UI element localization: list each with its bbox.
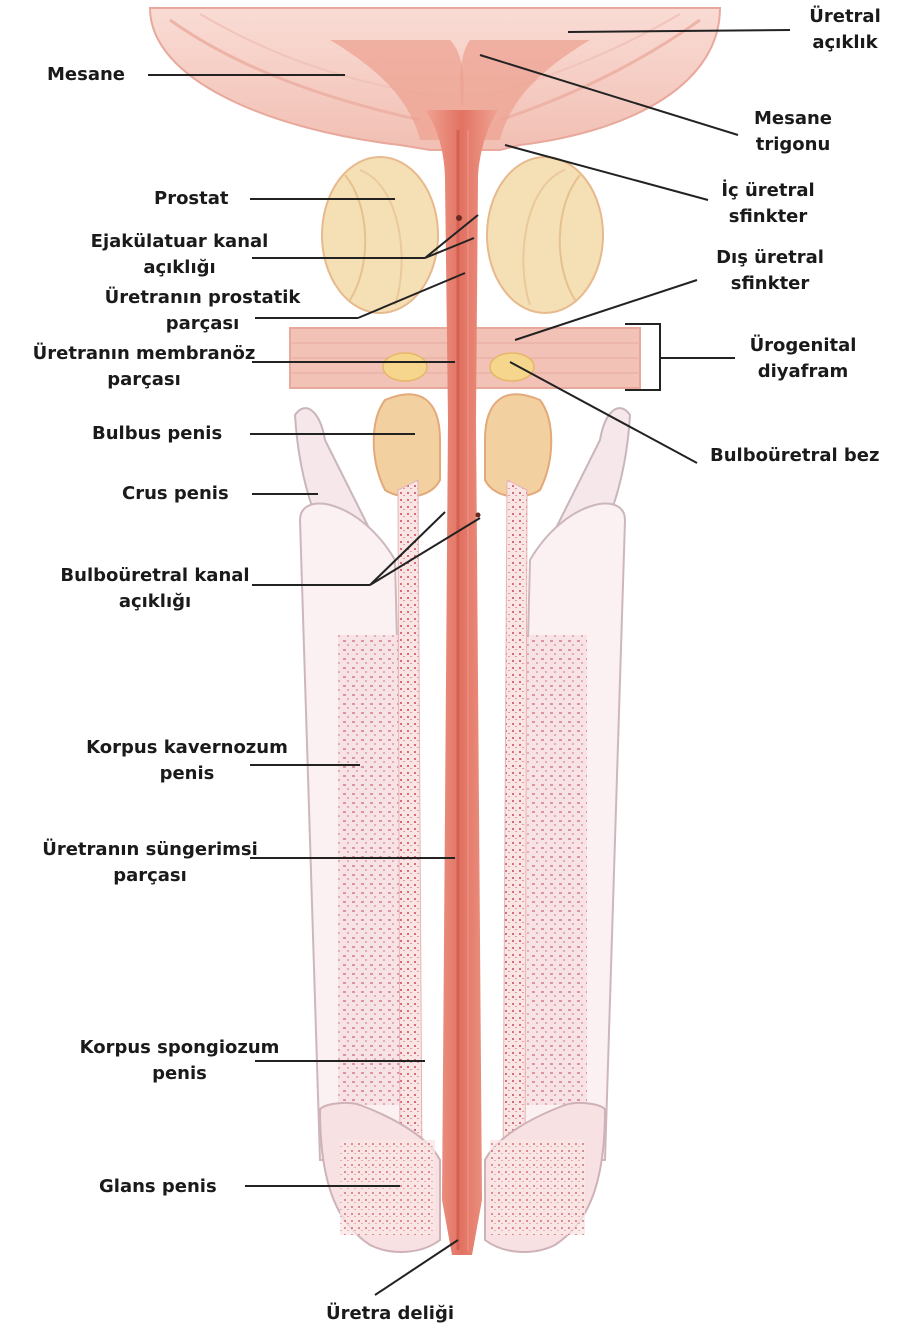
label-uretra-deligi: Üretra deliği	[300, 1301, 480, 1327]
label-bulbouretral-bez: Bulboüretral bez	[710, 443, 880, 469]
diaphragm-bracket	[625, 324, 735, 390]
label-urogenital-diyafram: Ürogenital diyafram	[738, 333, 868, 385]
label-uretra-prostatik: Üretranın prostatik parçası	[80, 285, 325, 337]
label-ic-uretral-sfinkter: İç üretral sfinkter	[708, 178, 828, 230]
label-uretra-sungerimsi: Üretranın süngerimsi parçası	[20, 837, 280, 889]
urethra	[425, 110, 498, 1255]
label-ejakulatuar-kanal: Ejakülatuar kanal açıklığı	[72, 229, 287, 281]
label-bulbouretral-kanal: Bulboüretral kanal açıklığı	[40, 563, 270, 615]
label-korpus-kavernozum: Korpus kavernozum penis	[62, 735, 312, 787]
label-mesane-trigonu: Mesane trigonu	[738, 106, 848, 158]
label-uretra-membranoz: Üretranın membranöz parçası	[8, 341, 280, 393]
bladder	[150, 8, 720, 150]
label-crus-penis: Crus penis	[122, 481, 229, 507]
label-uretral-aciklik: Üretral açıklık	[790, 4, 900, 56]
label-glans-penis: Glans penis	[99, 1174, 217, 1200]
label-korpus-spongiozum: Korpus spongiozum penis	[52, 1035, 307, 1087]
label-dis-uretral-sfinkter: Dış üretral sfinkter	[700, 245, 840, 297]
label-mesane: Mesane	[47, 62, 125, 88]
label-prostat: Prostat	[154, 186, 229, 212]
label-bulbus-penis: Bulbus penis	[92, 421, 222, 447]
